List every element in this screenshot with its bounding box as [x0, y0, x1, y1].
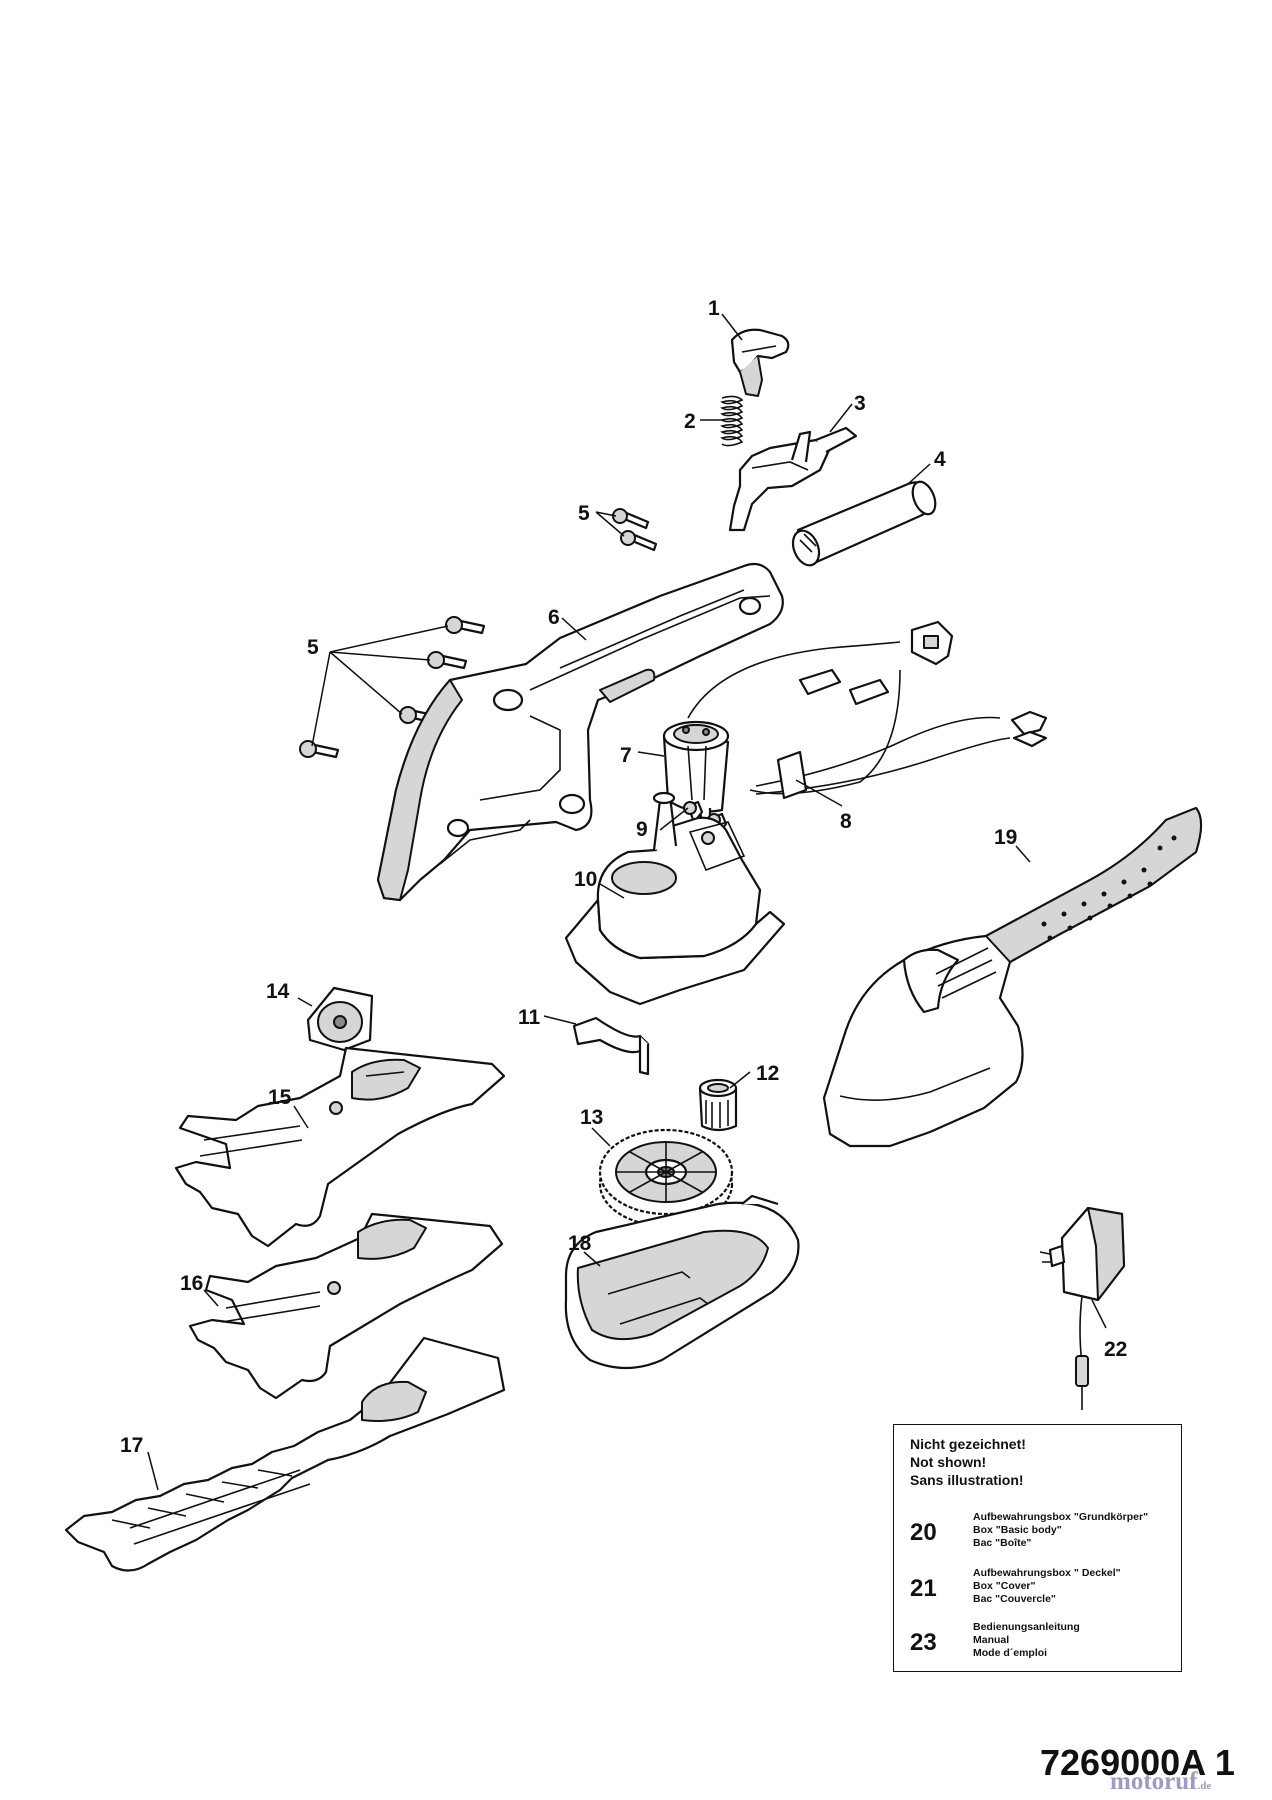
legend-item-number: 21	[910, 1575, 937, 1602]
callout-5-left: 5	[307, 636, 319, 659]
callout-10: 10	[574, 868, 597, 891]
part-14-cap	[306, 986, 374, 1052]
part-6-housing-half	[376, 562, 784, 902]
part-4-battery	[791, 480, 937, 567]
callout-18: 18	[568, 1232, 592, 1255]
callout-16: 16	[180, 1272, 203, 1295]
watermark-main: motoruf	[1110, 1768, 1198, 1795]
legend-line-en: Manual	[973, 1634, 1010, 1646]
legend-item-description: Aufbewahrungsbox " Deckel" Box "Cover" B…	[973, 1567, 1121, 1606]
part-10-gear-housing	[564, 791, 786, 1006]
legend-line-fr: Bac "Couvercle"	[973, 1593, 1056, 1605]
drawing-number: 7269000A 1	[1040, 1742, 1235, 1783]
callout-22: 22	[1104, 1338, 1127, 1361]
legend-item-number: 20	[910, 1519, 937, 1546]
legend-line-fr: Bac "Boîte"	[973, 1537, 1032, 1549]
callout-12: 12	[756, 1062, 779, 1085]
legend-item-description: Aufbewahrungsbox "Grundkörper" Box "Basi…	[973, 1511, 1148, 1550]
callout-14: 14	[266, 980, 290, 1003]
legend-item-description: Bedienungsanleitung Manual Mode d´emploi	[973, 1621, 1080, 1660]
callout-7: 7	[620, 744, 632, 767]
legend-header: Nicht gezeichnet! Not shown! Sans illust…	[910, 1435, 1026, 1489]
part-8-wiring-harness	[687, 620, 1048, 800]
callout-11: 11	[518, 1006, 541, 1029]
part-16-shrub-blade	[188, 1212, 504, 1400]
legend-line-de: Aufbewahrungsbox "Grundkörper"	[973, 1511, 1149, 1523]
callout-1: 1	[708, 297, 720, 320]
leader-lines	[147, 313, 1107, 1491]
callout-3: 3	[854, 392, 866, 415]
callout-9: 9	[636, 818, 648, 841]
legend-line-en: Box "Cover"	[973, 1580, 1036, 1592]
part-15-shrub-blade	[174, 1046, 506, 1248]
callout-13: 13	[580, 1106, 603, 1129]
callout-labels: 1 2 3 4 5 5 6 7 8 9 10 11 12 13 14 15 16…	[120, 297, 1127, 1457]
callout-6: 6	[548, 606, 560, 629]
callout-17: 17	[120, 1434, 143, 1457]
part-17-hedge-blade	[64, 1336, 506, 1572]
part-19-handle-cover	[822, 806, 1203, 1148]
callout-19: 19	[994, 826, 1017, 849]
watermark-logo: motoruf.de	[1110, 1768, 1211, 1796]
callout-4: 4	[934, 448, 946, 471]
legend-header-en: Not shown!	[910, 1454, 987, 1470]
part-18-blade-guard	[564, 1194, 800, 1370]
legend-line-en: Box "Basic body"	[973, 1524, 1062, 1536]
legend-line-de: Bedienungsanleitung	[973, 1621, 1080, 1633]
watermark-tld: .de	[1197, 1780, 1212, 1792]
callout-8: 8	[840, 810, 852, 833]
part-12-pinion	[698, 1078, 738, 1132]
part-5-screws-upper	[612, 508, 658, 552]
callout-2: 2	[684, 410, 696, 433]
not-shown-legend: Nicht gezeichnet! Not shown! Sans illust…	[893, 1424, 1182, 1672]
part-1-switch-button	[730, 328, 790, 397]
legend-header-de: Nicht gezeichnet!	[910, 1436, 1026, 1452]
part-7-motor	[662, 720, 730, 826]
part-22-charger	[1039, 1206, 1126, 1410]
legend-line-de: Aufbewahrungsbox " Deckel"	[973, 1567, 1121, 1579]
legend-header-fr: Sans illustration!	[910, 1472, 1024, 1488]
callout-15: 15	[268, 1086, 292, 1109]
part-11-rail	[572, 1016, 650, 1076]
legend-line-fr: Mode d´emploi	[973, 1647, 1048, 1659]
legend-item-number: 23	[910, 1629, 937, 1656]
part-13-main-gear	[598, 1128, 734, 1228]
part-3-switch-slider	[728, 426, 858, 532]
callout-5-upper: 5	[578, 502, 590, 525]
part-2-spring	[720, 395, 744, 447]
